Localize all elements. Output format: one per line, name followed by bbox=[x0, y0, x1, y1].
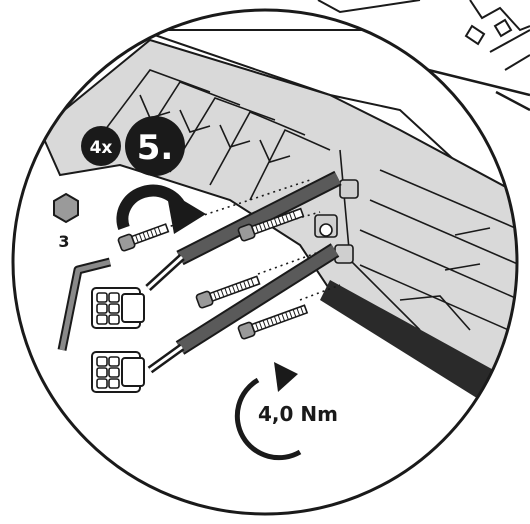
cable-lower bbox=[147, 243, 340, 374]
screw bbox=[237, 207, 305, 242]
connector-lower bbox=[91, 351, 145, 393]
tighten-rotation-arrow-icon bbox=[116, 184, 206, 234]
screw bbox=[237, 304, 309, 340]
screw bbox=[117, 223, 170, 252]
hex-size-label: 3 bbox=[58, 232, 69, 251]
quantity-badge: 4x bbox=[81, 126, 121, 166]
context-device-fragment bbox=[317, 0, 530, 71]
hex-socket-icon bbox=[53, 192, 79, 224]
step-number-badge: 5. bbox=[125, 116, 185, 176]
quantity-label: 4x bbox=[90, 138, 113, 158]
step-number-label: 5. bbox=[137, 128, 174, 168]
magnifier-ring bbox=[11, 8, 519, 516]
screw bbox=[195, 275, 261, 309]
torque-value-label: 4,0 Nm bbox=[258, 402, 338, 426]
connector-upper bbox=[91, 287, 145, 329]
clockwise-arrow-icon bbox=[234, 362, 302, 461]
cable-upper bbox=[145, 170, 342, 291]
